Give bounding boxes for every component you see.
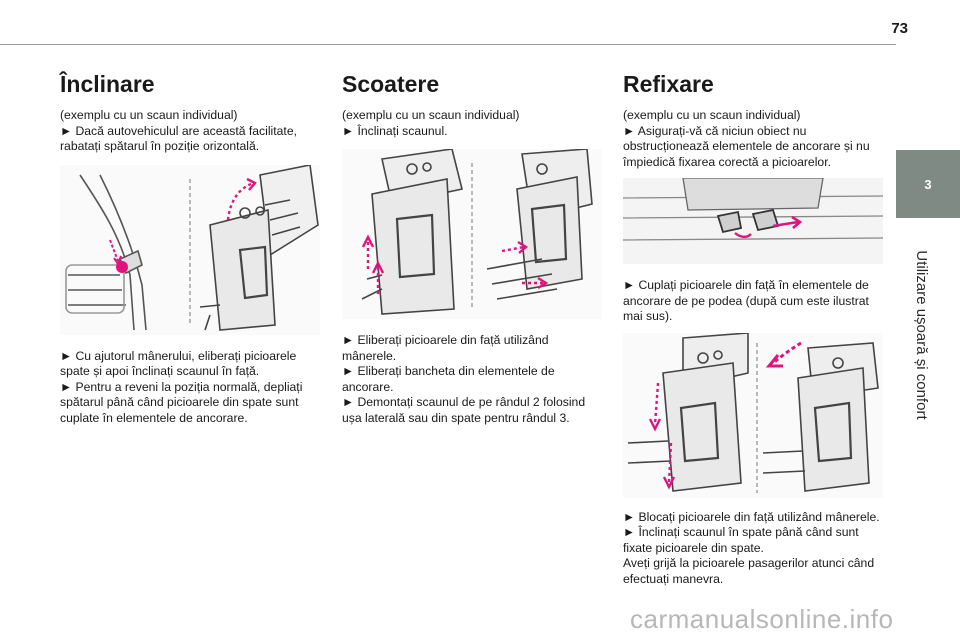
section-intro: (exemplu cu un scaun individual) — [60, 108, 238, 122]
instruction-line: ► Eliberați bancheta din elementele de a… — [342, 364, 555, 394]
page-number: 73 — [891, 20, 908, 37]
seat-tilt-illustration — [60, 164, 320, 335]
instruction-line: ► Demontați scaunul de pe rândul 2 folos… — [342, 395, 586, 425]
chapter-number: 3 — [924, 176, 932, 192]
seat-removal-illustration — [342, 149, 602, 319]
header-rule — [0, 44, 896, 45]
watermark: carmanualsonline.info — [630, 604, 894, 634]
instruction-line: ► Blocați picioarele din față utilizând … — [623, 509, 880, 524]
instruction-line: ► Eliberați picioarele din față utilizân… — [342, 333, 549, 363]
section-inclinare: Înclinare (exemplu cu un scaun individua… — [60, 70, 322, 426]
section-refixare: Refixare (exemplu cu un scaun individual… — [623, 70, 885, 587]
section-scoatere: Scoatere (exemplu cu un scaun individual… — [342, 70, 604, 426]
section-title: Refixare — [623, 71, 714, 97]
section-intro: (exemplu cu un scaun individual) — [623, 108, 801, 122]
instruction-line: ► Asigurați-vă că niciun obiect nu obstr… — [623, 123, 870, 169]
instruction-line: ► Pentru a reveni la poziția normală, de… — [60, 379, 303, 425]
seat-lock-illustration — [623, 332, 883, 498]
chapter-tab[interactable]: 3 — [896, 150, 960, 218]
section-title: Înclinare — [60, 71, 155, 97]
instruction-line: Aveți grijă la picioarele pasagerilor at… — [623, 556, 875, 586]
instruction-line: ► Cu ajutorul mânerului, eliberați picio… — [60, 348, 297, 379]
section-intro: (exemplu cu un scaun individual) — [342, 108, 520, 122]
section-title: Scoatere — [342, 71, 440, 97]
instruction-line: ► Înclinați scaunul în spate până când s… — [623, 525, 859, 555]
instruction-line: ► Înclinați scaunul. — [342, 123, 448, 138]
anchor-coupling-illustration — [623, 178, 883, 264]
instruction-line: ► Cuplați picioarele din față în element… — [623, 278, 869, 323]
chapter-title: Utilizare ușoară și confort — [913, 250, 930, 420]
instruction-line: ► Dacă autovehiculul are această facilit… — [60, 123, 297, 154]
